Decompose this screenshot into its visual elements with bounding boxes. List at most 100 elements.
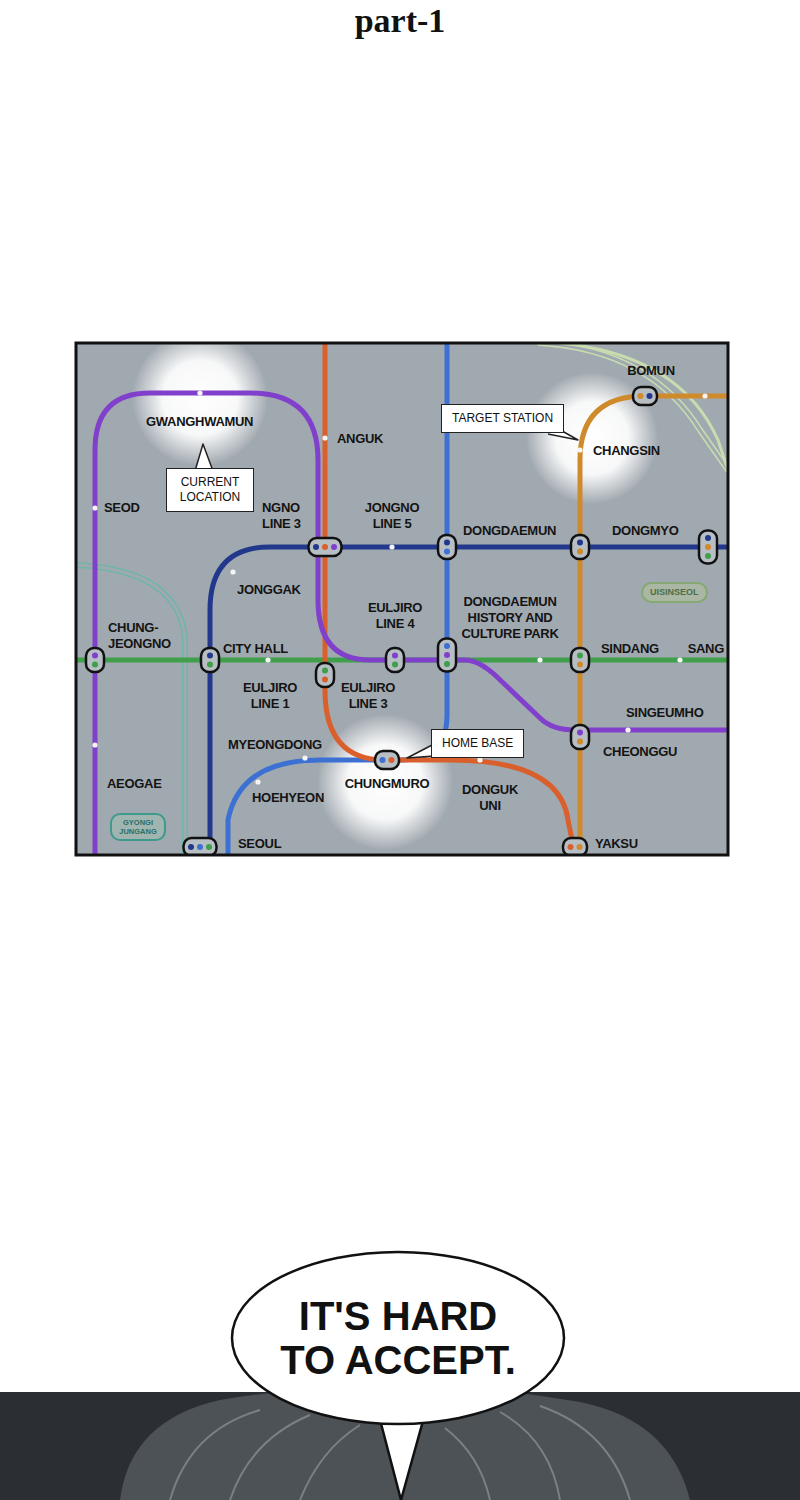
line-dot [207,653,213,659]
station-dot [197,390,202,395]
line-dot [444,540,450,546]
stations [86,387,717,855]
transfer-marker [633,387,657,405]
line-dot [444,549,450,555]
line-dot [322,677,328,683]
transfer-pill [571,648,589,672]
line-dot [392,662,398,668]
station-name: AEOGAE [107,776,162,792]
station-name: JONGNO LINE 5 [361,500,423,532]
line-dot [313,544,319,550]
station-dot [302,755,307,760]
transfer-marker [201,648,219,672]
line-3 [325,343,575,855]
line-dot [322,544,328,550]
line-dot [638,393,644,399]
line-dot [577,540,583,546]
station-dot [625,727,630,732]
line-dot [577,549,583,555]
line-badge: GYONGI JUNGANG [110,813,166,841]
callout-box: HOME BASE [431,729,524,758]
station-name: NGNO LINE 3 [262,500,310,532]
speech-bubble: IT'S HARD TO ACCEPT. [230,1250,566,1426]
station-name: DONGDAEMUN [463,523,556,539]
transfer-pill [633,387,657,405]
transfer-marker [571,648,589,672]
dialogue-text: IT'S HARD TO ACCEPT. [267,1294,529,1382]
transfer-pill [438,639,456,672]
station-name: EULJIRO LINE 3 [337,680,399,712]
station-name: SEOUL [238,836,281,852]
transfer-marker [571,535,589,559]
line-dot [197,844,203,850]
station-name: CHUNG- JEONGNO [108,620,174,652]
glow-spot [132,343,268,466]
station-name: SANG [688,641,724,657]
line-dot [331,544,337,550]
transfer-marker [386,648,404,672]
station-dot [322,435,327,440]
station-dot [255,779,260,784]
line-dot [705,544,711,550]
callout-text: CURRENT LOCATION [177,475,243,505]
line-1 [210,547,728,855]
station-name: CHEONGGU [603,744,677,760]
transfer-marker [699,531,717,564]
transfer-pill [571,725,589,749]
transfer-pill [571,535,589,559]
station-name: SEOD [104,500,140,516]
callout-box: TARGET STATION [441,404,564,433]
station-dot [537,657,542,662]
transfer-pill [699,531,717,564]
station-name: GWANGHWAMUN [146,414,253,430]
line-dot [322,668,328,674]
callout-text: GYONGI JUNGANG [116,818,160,836]
callout-text: HOME BASE [442,736,513,751]
faint-lines [76,343,728,855]
line-dot [577,844,583,850]
page-title: part-1 [0,2,800,40]
line-dot [389,757,395,763]
callout-tail [407,744,434,758]
transfer-marker [438,535,456,559]
line-dot [444,652,450,658]
callout-text: TARGET STATION [452,411,553,426]
callout-text: UISINSEOL [650,587,699,598]
line-dot [392,653,398,659]
station-name: SINGEUMHO [626,705,703,721]
line-dot [207,662,213,668]
line-dot [577,653,583,659]
gyeongui-line [76,565,185,855]
station-name: JONGGAK [237,582,301,598]
line-dot [577,730,583,736]
transfer-pill [316,663,334,687]
station-name: BOMUN [627,363,675,379]
transfer-pill [386,648,404,672]
gyeongui-line-core [76,565,185,855]
station-name: YAKSU [595,836,638,852]
station-name: CHUNGMURO [345,776,430,792]
station-name: CHANGSIN [593,443,660,459]
station-name: DONGUK UNI [459,782,521,814]
station-name: EULJIRO LINE 4 [364,600,426,632]
subway-map [76,343,728,855]
glow-spot [526,372,658,504]
station-name: CITY HALL [223,641,288,657]
bubble-shape [232,1252,564,1424]
station-dot [230,569,235,574]
station-name: MYEONGDONG [228,737,322,753]
line-dot [568,844,574,850]
station-name: DONGDAEMUN HISTORY AND CULTURE PARK [454,594,566,642]
line-dot [444,643,450,649]
station-dot [477,757,482,762]
line-4 [228,343,447,855]
line-dot [444,661,450,667]
station-dot [702,393,707,398]
station-dot [92,505,97,510]
transfer-marker [563,838,587,855]
line-dot [705,535,711,541]
transfer-pill [309,538,342,556]
station-name: SINDANG [601,641,659,657]
line-dot [92,653,98,659]
